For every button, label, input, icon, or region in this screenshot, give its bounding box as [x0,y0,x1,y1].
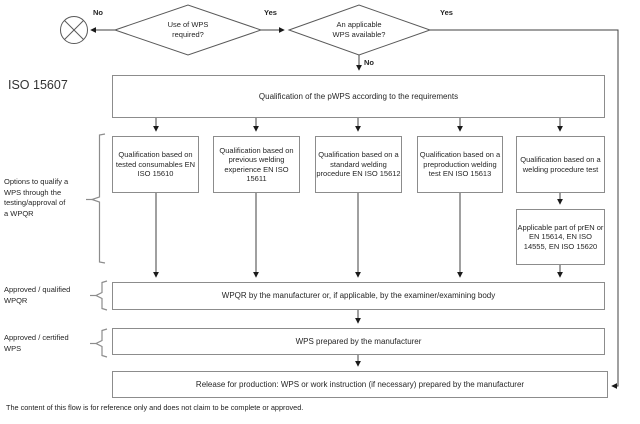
option-box-welding-procedure-test: Qualification based on a welding procedu… [516,136,605,193]
pwps-qualification-box: Qualification of the pWPS according to t… [112,75,605,118]
wps-bracket [94,328,108,358]
option-box-en-iso-15613: Qualification based on a preproduction w… [417,136,503,193]
wpqr-box: WPQR by the manufacturer or, if applicab… [112,282,605,310]
edge-label-yes-2: Yes [440,8,453,17]
group-brackets [86,133,108,358]
applicable-part-box: Applicable part of prEN or EN 15614, EN … [516,209,605,265]
wps-bracket-label: Approved / certified WPS [4,333,69,353]
option-box-en-iso-15610: Qualification based on tested consumable… [112,136,199,193]
wps-box: WPS prepared by the manufacturer [112,328,605,355]
connector-lines [90,27,619,389]
edge-label-yes-1: Yes [264,8,277,17]
options-bracket [90,133,106,264]
option-box-en-iso-15611: Qualification based on previous welding … [213,136,300,193]
footer-note: The content of this flow is for referenc… [6,403,304,412]
decision-wps-available: An applicable WPS available? [332,20,386,39]
wpqr-bracket-label: Approved / qualified WPQR [4,285,71,305]
edge-label-no-1: No [93,8,103,17]
decision-use-of-wps: Use of WPS required? [167,20,209,39]
edge-label-no-2: No [364,58,374,67]
terminator-icon [60,16,88,44]
option-box-en-iso-15612: Qualification based on a standard weldin… [315,136,402,193]
release-box: Release for production: WPS or work inst… [112,371,608,398]
wpqr-bracket [94,280,108,311]
iso-15607-label: ISO 15607 [8,78,68,92]
options-bracket-label: Options to qualify a WPS through the tes… [4,177,69,218]
